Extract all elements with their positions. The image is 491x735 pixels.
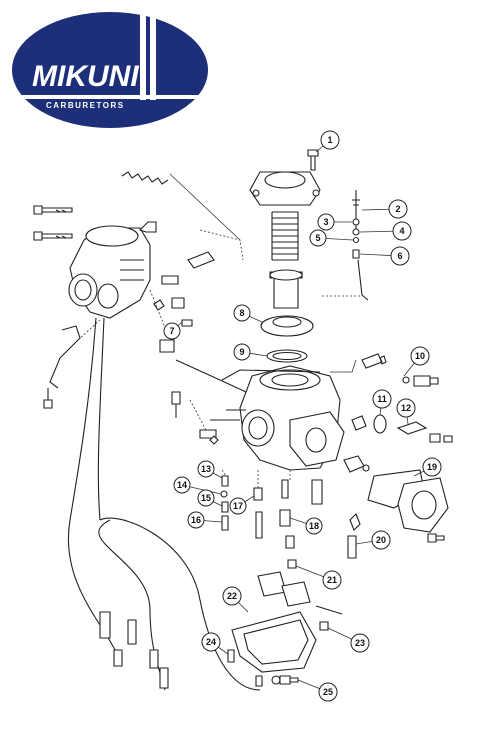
callout-23: 23: [327, 627, 370, 653]
callout-13: 13: [197, 460, 223, 479]
callout-6: 6: [359, 246, 410, 266]
svg-text:25: 25: [323, 687, 333, 697]
logo-subtitle: CARBURETORS: [46, 101, 125, 110]
svg-text:18: 18: [309, 521, 319, 531]
svg-text:22: 22: [227, 591, 237, 601]
svg-text:23: 23: [355, 638, 365, 648]
callout-24: 24: [201, 632, 229, 655]
callout-9: 9: [233, 343, 268, 361]
callout-17: 17: [229, 495, 255, 515]
svg-text:11: 11: [377, 394, 387, 404]
callout-20: 20: [355, 530, 391, 550]
callout-3: 3: [317, 213, 352, 231]
callout-8: 8: [233, 304, 263, 323]
parts-drawing: [33, 149, 453, 691]
svg-text:17: 17: [233, 501, 243, 511]
svg-text:7: 7: [169, 326, 174, 336]
svg-text:9: 9: [239, 347, 244, 357]
callout-1: 1: [315, 130, 340, 153]
callout-15: 15: [197, 489, 223, 507]
callout-21: 21: [295, 565, 342, 590]
mikuni-logo: MIKUNI CARBURETORS: [12, 12, 208, 128]
svg-text:15: 15: [201, 493, 211, 503]
svg-text:13: 13: [201, 464, 211, 474]
svg-text:1: 1: [327, 135, 332, 145]
callout-25: 25: [297, 679, 338, 702]
callout-19: 19: [413, 457, 442, 477]
callout-14: 14: [173, 476, 222, 495]
svg-text:2: 2: [395, 204, 400, 214]
svg-text:21: 21: [327, 575, 337, 585]
svg-text:8: 8: [239, 308, 244, 318]
throttle-spring: [121, 171, 169, 185]
callout-11: 11: [372, 389, 392, 416]
carburetor-assembly-upper: [68, 221, 157, 319]
callout-5: 5: [309, 229, 354, 247]
callout-16: 16: [187, 511, 223, 529]
svg-text:5: 5: [315, 233, 320, 243]
svg-text:4: 4: [399, 226, 404, 236]
top-cap: [249, 171, 321, 206]
svg-text:3: 3: [323, 217, 328, 227]
svg-text:20: 20: [376, 535, 386, 545]
float-bowl: [231, 611, 317, 685]
carburetor-body-main: [210, 365, 345, 471]
callout-12: 12: [396, 398, 416, 425]
svg-text:6: 6: [397, 251, 402, 261]
callout-4: 4: [359, 221, 412, 241]
svg-text:16: 16: [191, 515, 201, 525]
svg-text:12: 12: [401, 403, 411, 413]
callout-22: 22: [222, 586, 249, 613]
callout-2: 2: [361, 199, 408, 219]
svg-text:14: 14: [177, 480, 187, 490]
svg-text:10: 10: [415, 351, 425, 361]
callout-18: 18: [289, 517, 323, 535]
svg-text:24: 24: [206, 637, 216, 647]
callouts: 1 2 3 4 5 6 7 8 9 10 11 12 13 14 15 16 1…: [163, 130, 442, 702]
logo-brand: MIKUNI: [32, 60, 139, 93]
svg-text:19: 19: [427, 462, 437, 472]
callout-7: 7: [163, 321, 183, 340]
callout-10: 10: [403, 346, 430, 377]
